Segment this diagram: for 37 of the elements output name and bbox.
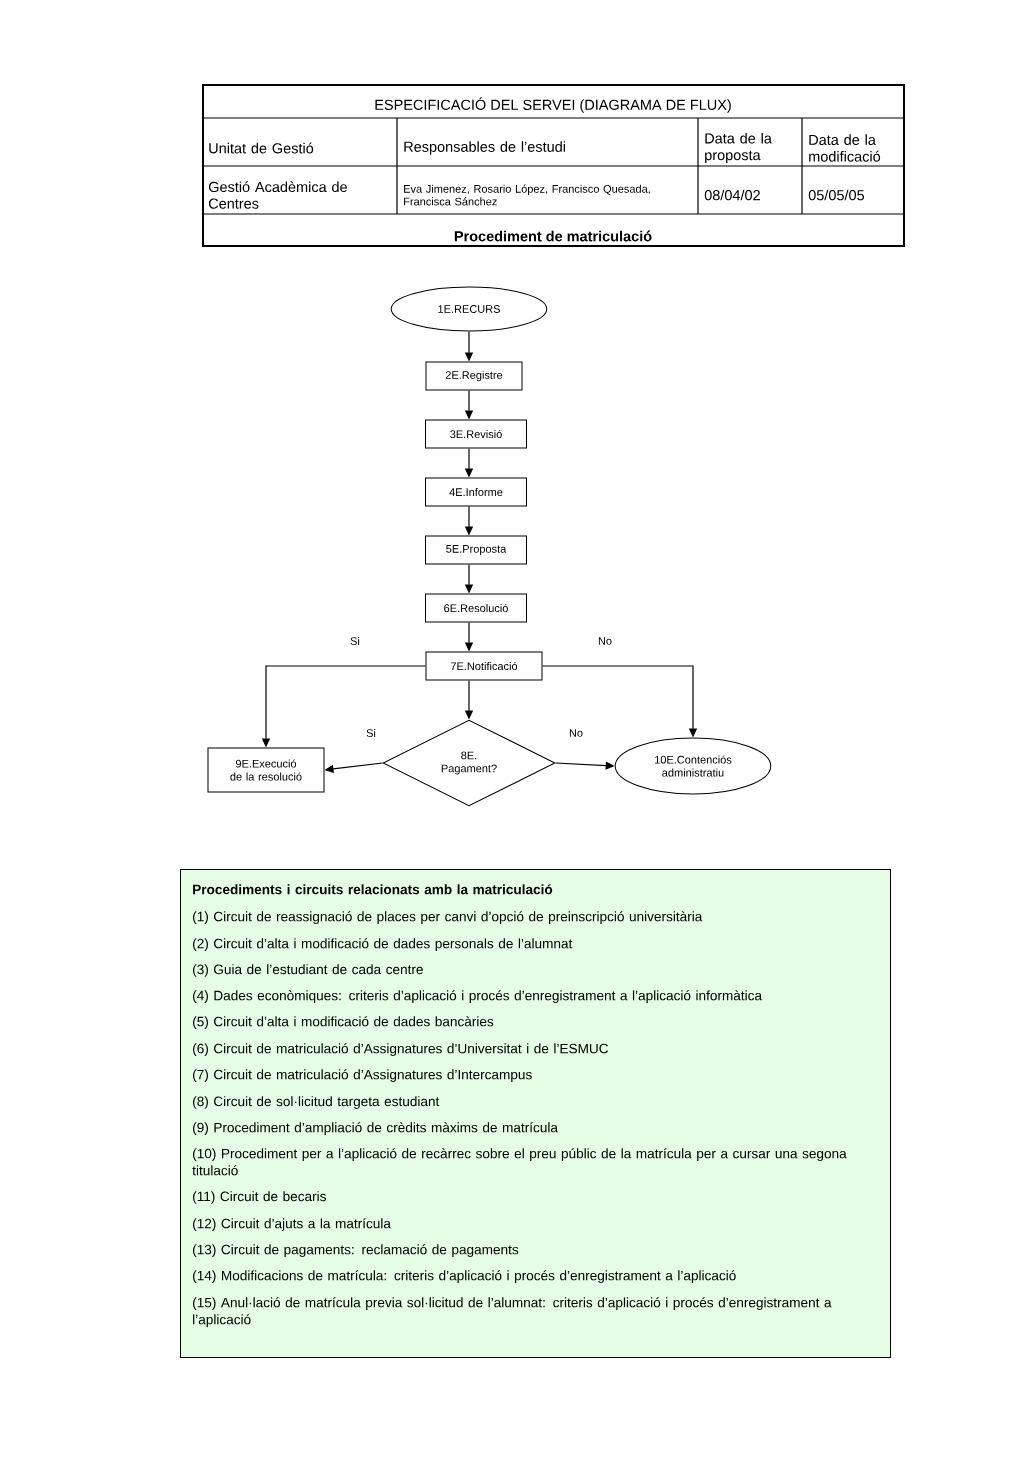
list-item: (12) Circuit d’ajuts a la matrícula: [193, 1218, 391, 1232]
list-item: (11) Circuit de becaris: [193, 1191, 326, 1204]
table-cell: Data de la proposta: [705, 132, 772, 164]
list-heading: Procediments i circuits relacionats amb la matriculació: [193, 884, 553, 895]
list-item: (8) Circuit de sol·licitud targeta estudiant: [193, 1096, 440, 1109]
table-heading: Procediment de matriculació: [454, 230, 652, 242]
list-item: (4) Dades econòmiques: criteris d’aplicació i procés d’enregistrament a l’aplicació informàtica: [193, 990, 762, 1004]
list-item: (7) Circuit de matriculació d’Assignatures d’Intercampus: [193, 1069, 532, 1083]
edge-label: No: [596, 636, 614, 646]
list-item: (13) Circuit de pagaments: reclamació de pagaments: [193, 1244, 519, 1258]
table-cell: Unitat de Gestió: [209, 142, 314, 154]
edge-label: No: [567, 728, 585, 738]
edge-label: Si: [349, 635, 361, 647]
table-cell: Eva Jimenez, Rosario López, Francisco Quesada, Francisca Sánchez: [404, 184, 650, 206]
list-item: (9) Procediment d’ampliació de crèdits màxims de matrícula: [193, 1122, 558, 1136]
table-title: ESPECIFICACIÓ DEL SERVEI (DIAGRAMA DE FLUX): [375, 97, 731, 113]
list-item: (2) Circuit d’alta i modificació de dades personals de l’alumnat: [193, 938, 573, 952]
list-item: (6) Circuit de matriculació d’Assignatures d’Universitat i de l’ESMUC: [193, 1043, 609, 1057]
list-item: (10) Procediment per a l’aplicació de recàrrec sobre el preu públic de la matrícula per a cursar una segona titulació: [192, 1148, 847, 1176]
table-cell: 05/05/05: [808, 189, 865, 201]
list-item: (5) Circuit d’alta i modificació de dades bancàries: [193, 1016, 494, 1030]
list-item: (15) Anul·lació de matrícula previa sol·licitud de l’alumnat: criteris d’aplicació i procés d’enregistrament a l’aplicació: [193, 1297, 832, 1328]
table-cell: Data de la modificació: [809, 134, 881, 162]
process-box: 6E.Resolució: [425, 593, 527, 623]
process-box: 5E.Proposta: [425, 535, 527, 565]
table-cell: Responsables de l’estudi: [404, 141, 565, 155]
table-cell: Gestió Acadèmica de Centres: [208, 181, 347, 209]
table-cell: 08/04/02: [704, 189, 760, 201]
process-box: 7E.Notificació: [425, 651, 543, 681]
process-box: 2E.Registre: [425, 361, 523, 391]
list-item: (3) Guia de l’estudiant de cada centre: [193, 964, 423, 977]
list-item: (1) Circuit de reassignació de places per canvi d’opció de preinscripció universitària: [193, 911, 703, 925]
edge-label: Si: [365, 727, 377, 739]
process-box: 9E.Execució de la resolució: [207, 747, 325, 793]
process-box: 4E.Informe: [425, 477, 527, 507]
process-box: 3E.Revisió: [425, 419, 527, 449]
list-item: (14) Modificacions de matrícula: criteris d’aplicació i procés d’enregistrament a l’aplicació: [193, 1270, 736, 1284]
